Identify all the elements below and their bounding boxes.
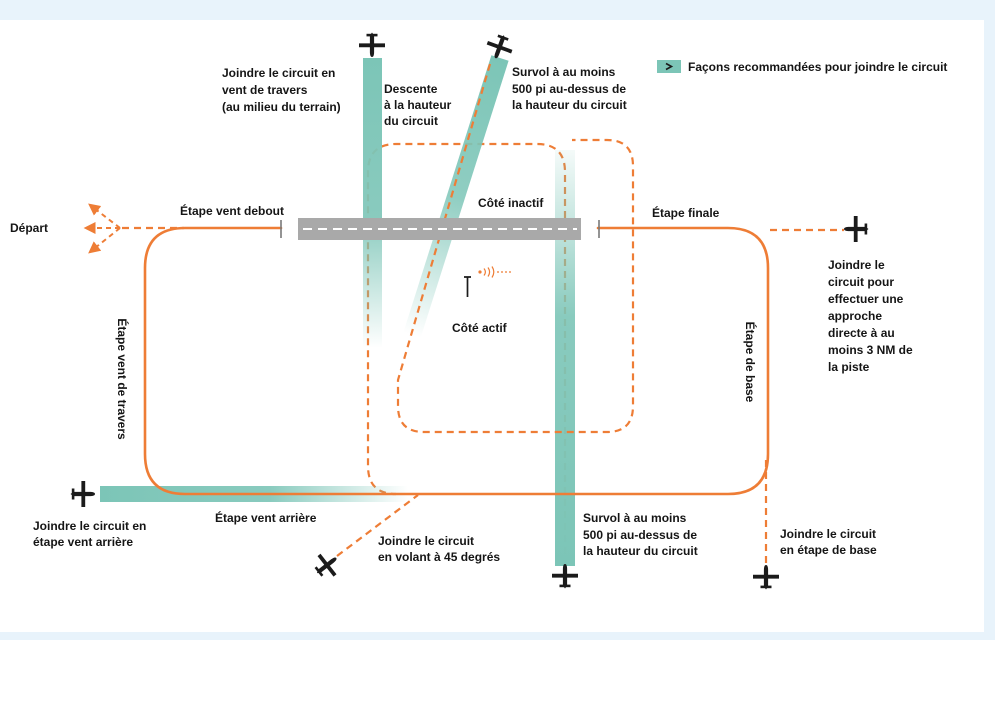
active-side-label: Côté actif <box>452 321 508 335</box>
final-leg-label: Étape finale <box>652 205 720 220</box>
diagram-panel <box>0 20 984 632</box>
label-line: Joindre le <box>828 258 885 272</box>
traffic-circuit-path <box>143 226 770 496</box>
label-line: Joindre le circuit en <box>33 519 146 533</box>
downwind-join-label: Joindre le circuit en étape vent arrière <box>33 519 150 549</box>
label-line: Survol à au moins <box>583 511 687 525</box>
label-line: 500 pi au-dessus de <box>583 528 697 542</box>
descent-label: Descente à la hauteur du circuit <box>384 82 455 128</box>
forty-five-degree-join-label: Joindre le circuit en volant à 45 degrés <box>378 534 500 564</box>
upwind-leg-label: Étape vent debout <box>180 203 284 218</box>
straight-in-join-label: Joindre le circuit pour effectuer une ap… <box>828 258 916 374</box>
recommended-join-band-midfield <box>363 58 382 348</box>
label-line: la hauteur du circuit <box>512 98 627 112</box>
crosswind-leg-label: Étape vent de travers <box>115 318 130 440</box>
recommended-join-band-overfly-bottom <box>555 150 575 566</box>
overfly-bottom-label: Survol à au moins 500 pi au-dessus de la… <box>583 511 700 558</box>
legend-swatch <box>657 60 681 73</box>
inactive-side-label: Côté inactif <box>478 196 544 210</box>
label-line: étape vent arrière <box>33 535 133 549</box>
label-line: en volant à 45 degrés <box>378 550 500 564</box>
label-line: à la hauteur <box>384 98 452 112</box>
label-line: 500 pi au-dessus de <box>512 82 626 96</box>
label-line: Descente <box>384 82 438 96</box>
recommended-join-band-overfly-top <box>403 55 509 338</box>
legend: Façons recommandées pour joindre le circ… <box>657 60 947 74</box>
label-line: Joindre le circuit en <box>222 66 335 80</box>
label-line: approche <box>828 309 882 323</box>
label-line: moins 3 NM de <box>828 343 913 357</box>
downwind-leg-label: Étape vent arrière <box>215 510 317 525</box>
label-line: la hauteur du circuit <box>583 544 698 558</box>
label-line: Joindre le circuit <box>780 527 876 541</box>
label-line: circuit pour <box>828 275 894 289</box>
label-line: Joindre le circuit <box>378 534 474 548</box>
label-line: (au milieu du terrain) <box>222 100 341 114</box>
wind-indicator-icon <box>464 266 512 297</box>
chevron-right-icon <box>665 62 674 71</box>
label-line: directe à au <box>828 326 895 340</box>
legend-label: Façons recommandées pour joindre le circ… <box>688 60 947 74</box>
label-line: en étape de base <box>780 543 877 557</box>
departure-label: Départ <box>10 221 48 235</box>
base-leg-label: Étape de base <box>743 322 758 403</box>
forty-five-degree-join-path <box>336 494 419 557</box>
base-join-label: Joindre le circuit en étape de base <box>780 527 879 557</box>
label-line: effectuer une <box>828 292 904 306</box>
overfly-top-label: Survol à au moins 500 pi au-dessus de la… <box>512 65 629 112</box>
midfield-crosswind-join-label: Joindre le circuit en vent de travers (a… <box>222 66 341 114</box>
label-line: du circuit <box>384 114 438 128</box>
label-line: vent de travers <box>222 83 308 97</box>
label-line: la piste <box>828 360 870 374</box>
label-line: Survol à au moins <box>512 65 616 79</box>
arrow-icon <box>83 203 121 254</box>
